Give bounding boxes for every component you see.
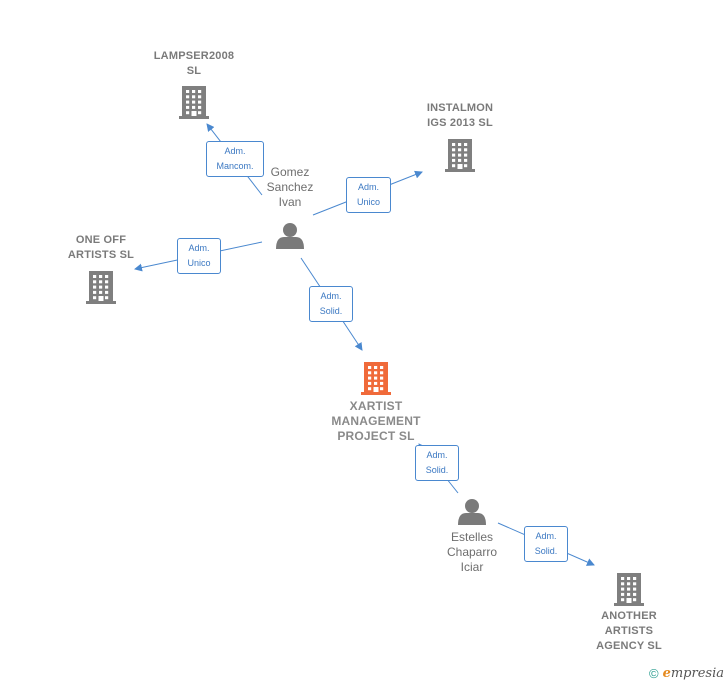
edge-label-line: Adm. [426,450,448,460]
person-icon-estelles[interactable] [458,499,486,525]
footer-brand: © empresia [649,666,724,681]
company-label-line: XARTIST [349,399,403,413]
company-label-line: ARTISTS [604,625,654,637]
edge-label-estelles-xartist[interactable]: Adm. Solid. [415,445,459,481]
building-icon-instalmon[interactable] [445,139,475,172]
building-icon-lampser[interactable] [179,86,209,119]
edge-label-gomez-oneoff[interactable]: Adm. Unico [177,238,221,274]
person-icon-gomez[interactable] [276,223,304,249]
company-label-line: PROJECT SL [337,429,415,443]
edge-label-line: Solid. [534,546,558,556]
company-label-line: ONE OFF [75,234,127,246]
edge-label-line: Adm. [320,291,342,301]
edge-label-line: Adm. [535,531,557,541]
person-label-line: Chaparro [446,545,498,559]
company-label-line: ARTISTS SL [67,249,135,261]
company-label-another[interactable]: ANOTHER ARTISTS AGENCY SL [549,609,709,654]
edge-label-estelles-another[interactable]: Adm. Solid. [524,526,568,562]
edge-label-gomez-xartist[interactable]: Adm. Solid. [309,286,353,322]
building-icon-another[interactable] [614,573,644,606]
company-label-line: ANOTHER [601,610,657,622]
edge-label-gomez-lampser[interactable]: Adm. Mancom. [206,141,264,177]
person-label-line: Sanchez [266,180,314,194]
edge-label-line: Solid. [319,306,343,316]
person-label-line: Estelles [450,530,494,544]
company-label-line: SL [186,65,202,77]
company-label-line: AGENCY SL [596,640,662,652]
edge-label-line: Solid. [425,465,449,475]
building-icon-oneoff[interactable] [86,271,116,304]
brand-logo[interactable]: empresia [662,666,724,681]
edge-label-line: Unico [187,258,211,268]
edge-label-gomez-instalmon[interactable]: Adm. Unico [346,177,391,213]
company-label-line: IGS 2013 SL [427,117,493,129]
building-icon-xartist[interactable] [361,362,391,395]
person-label-line: Gomez [270,165,310,179]
company-label-instalmon[interactable]: INSTALMON IGS 2013 SL [380,101,540,131]
company-label-line: MANAGEMENT [331,414,421,428]
company-label-line: INSTALMON [426,102,494,114]
person-label-line: Ivan [278,195,302,209]
company-label-oneoff[interactable]: ONE OFF ARTISTS SL [21,233,181,263]
edge-label-line: Unico [356,197,380,207]
person-label-line: Iciar [460,560,484,574]
edge-label-line: Adm. [357,182,379,192]
company-label-line: LAMPSER2008 [153,50,235,62]
edge-label-line: Mancom. [216,161,254,171]
copyright-icon: © [648,666,659,681]
edge-label-line: Adm. [224,146,246,156]
edge-label-line: Adm. [188,243,210,253]
